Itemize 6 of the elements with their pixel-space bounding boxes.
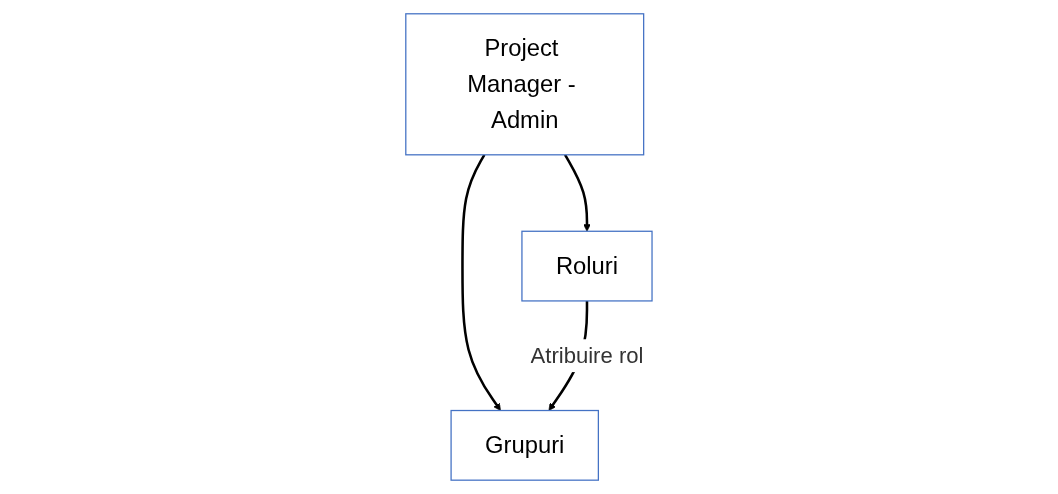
node-box: Project Manager - Admin	[405, 13, 645, 156]
arrow	[461, 154, 501, 411]
node-box: Grupuri	[450, 409, 600, 481]
node-box: Roluri	[521, 230, 653, 302]
edge-label: Atribuire rol	[530, 342, 644, 369]
arrow	[564, 154, 591, 232]
